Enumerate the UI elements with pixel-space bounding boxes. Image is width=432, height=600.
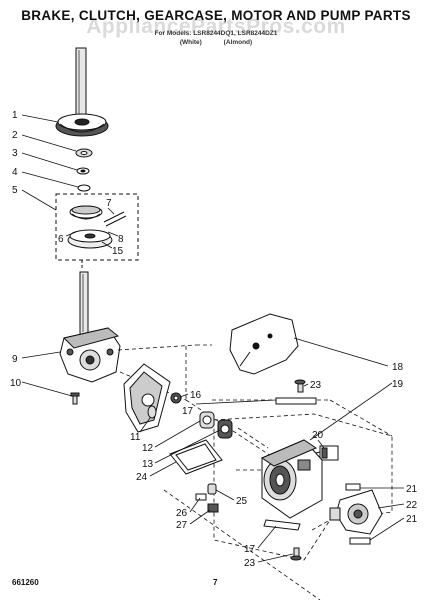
callout-19: 19 — [392, 379, 404, 390]
callout-18: 18 — [392, 362, 404, 373]
spacer-part — [76, 167, 90, 175]
water-pump-part — [329, 489, 383, 535]
callout-3: 3 — [12, 148, 18, 159]
callout-2: 2 — [12, 130, 18, 141]
callout-17b: 17 — [244, 544, 256, 555]
callout-4: 4 — [12, 167, 18, 178]
callout-10: 10 — [10, 378, 22, 389]
bearing-part — [147, 405, 157, 419]
pump-mount-plate-part — [123, 363, 171, 433]
callout-21a: 21 — [406, 484, 418, 495]
pump-clip-parts — [345, 483, 371, 545]
callout-23b: 23 — [244, 558, 256, 569]
callout-15: 15 — [112, 246, 124, 257]
callout-numbers: 1 2 3 4 5 6 7 8 15 9 10 11 12 13 24 16 1… — [10, 110, 418, 569]
callout-12: 12 — [142, 443, 154, 454]
callout-11: 11 — [130, 432, 141, 443]
callout-1: 1 — [12, 110, 18, 121]
callout-22: 22 — [406, 500, 418, 511]
drive-motor-part — [260, 439, 323, 519]
ring-part — [77, 184, 91, 192]
brake-cam-part — [55, 113, 109, 137]
motor-shield-part — [229, 313, 299, 375]
callout-13: 13 — [142, 459, 154, 470]
callout-6: 6 — [58, 234, 64, 245]
document-id: 661260 — [12, 578, 39, 587]
spring-clip-part — [170, 392, 182, 404]
color-label-white: (White) — [179, 39, 202, 46]
callout-20: 20 — [312, 430, 324, 441]
screw-part-bottom — [290, 547, 302, 561]
callout-17a: 17 — [182, 406, 194, 417]
coupling-part — [199, 411, 233, 439]
screw-part-top — [294, 379, 306, 393]
motor-switch-part — [311, 445, 339, 461]
upper-shaft — [75, 47, 87, 121]
callout-27: 27 — [176, 520, 188, 531]
callout-25: 25 — [236, 496, 248, 507]
callout-leader-lines — [21, 114, 405, 563]
callout-16: 16 — [190, 390, 202, 401]
page-title: BRAKE, CLUTCH, GEARCASE, MOTOR AND PUMP … — [21, 8, 411, 23]
washer-part — [75, 148, 93, 158]
bracket-part-top — [275, 397, 317, 405]
model-subtitle: For Models: LSR8244DQ1, LSR8244DZ1 — [154, 30, 278, 37]
lower-shaft — [79, 271, 89, 335]
callout-7: 7 — [106, 198, 112, 209]
color-label-almond: (Almond) — [223, 39, 253, 46]
gearcase-screw-part — [70, 392, 80, 405]
fastener-parts — [195, 483, 219, 513]
color-labels: (White) (Almond) — [0, 39, 432, 46]
callout-8: 8 — [118, 234, 124, 245]
page-number: 7 — [213, 578, 218, 587]
brake-assembly-part — [67, 205, 127, 249]
callout-5: 5 — [12, 185, 18, 196]
callout-23a: 23 — [310, 380, 322, 391]
gasket-part — [169, 439, 223, 475]
callout-21b: 21 — [406, 514, 418, 525]
callout-9: 9 — [12, 354, 18, 365]
bracket-part-bottom — [263, 519, 301, 531]
brake-assembly-box — [55, 193, 139, 261]
gearcase-part — [59, 327, 121, 383]
callout-24: 24 — [136, 472, 148, 483]
callout-26: 26 — [176, 508, 188, 519]
